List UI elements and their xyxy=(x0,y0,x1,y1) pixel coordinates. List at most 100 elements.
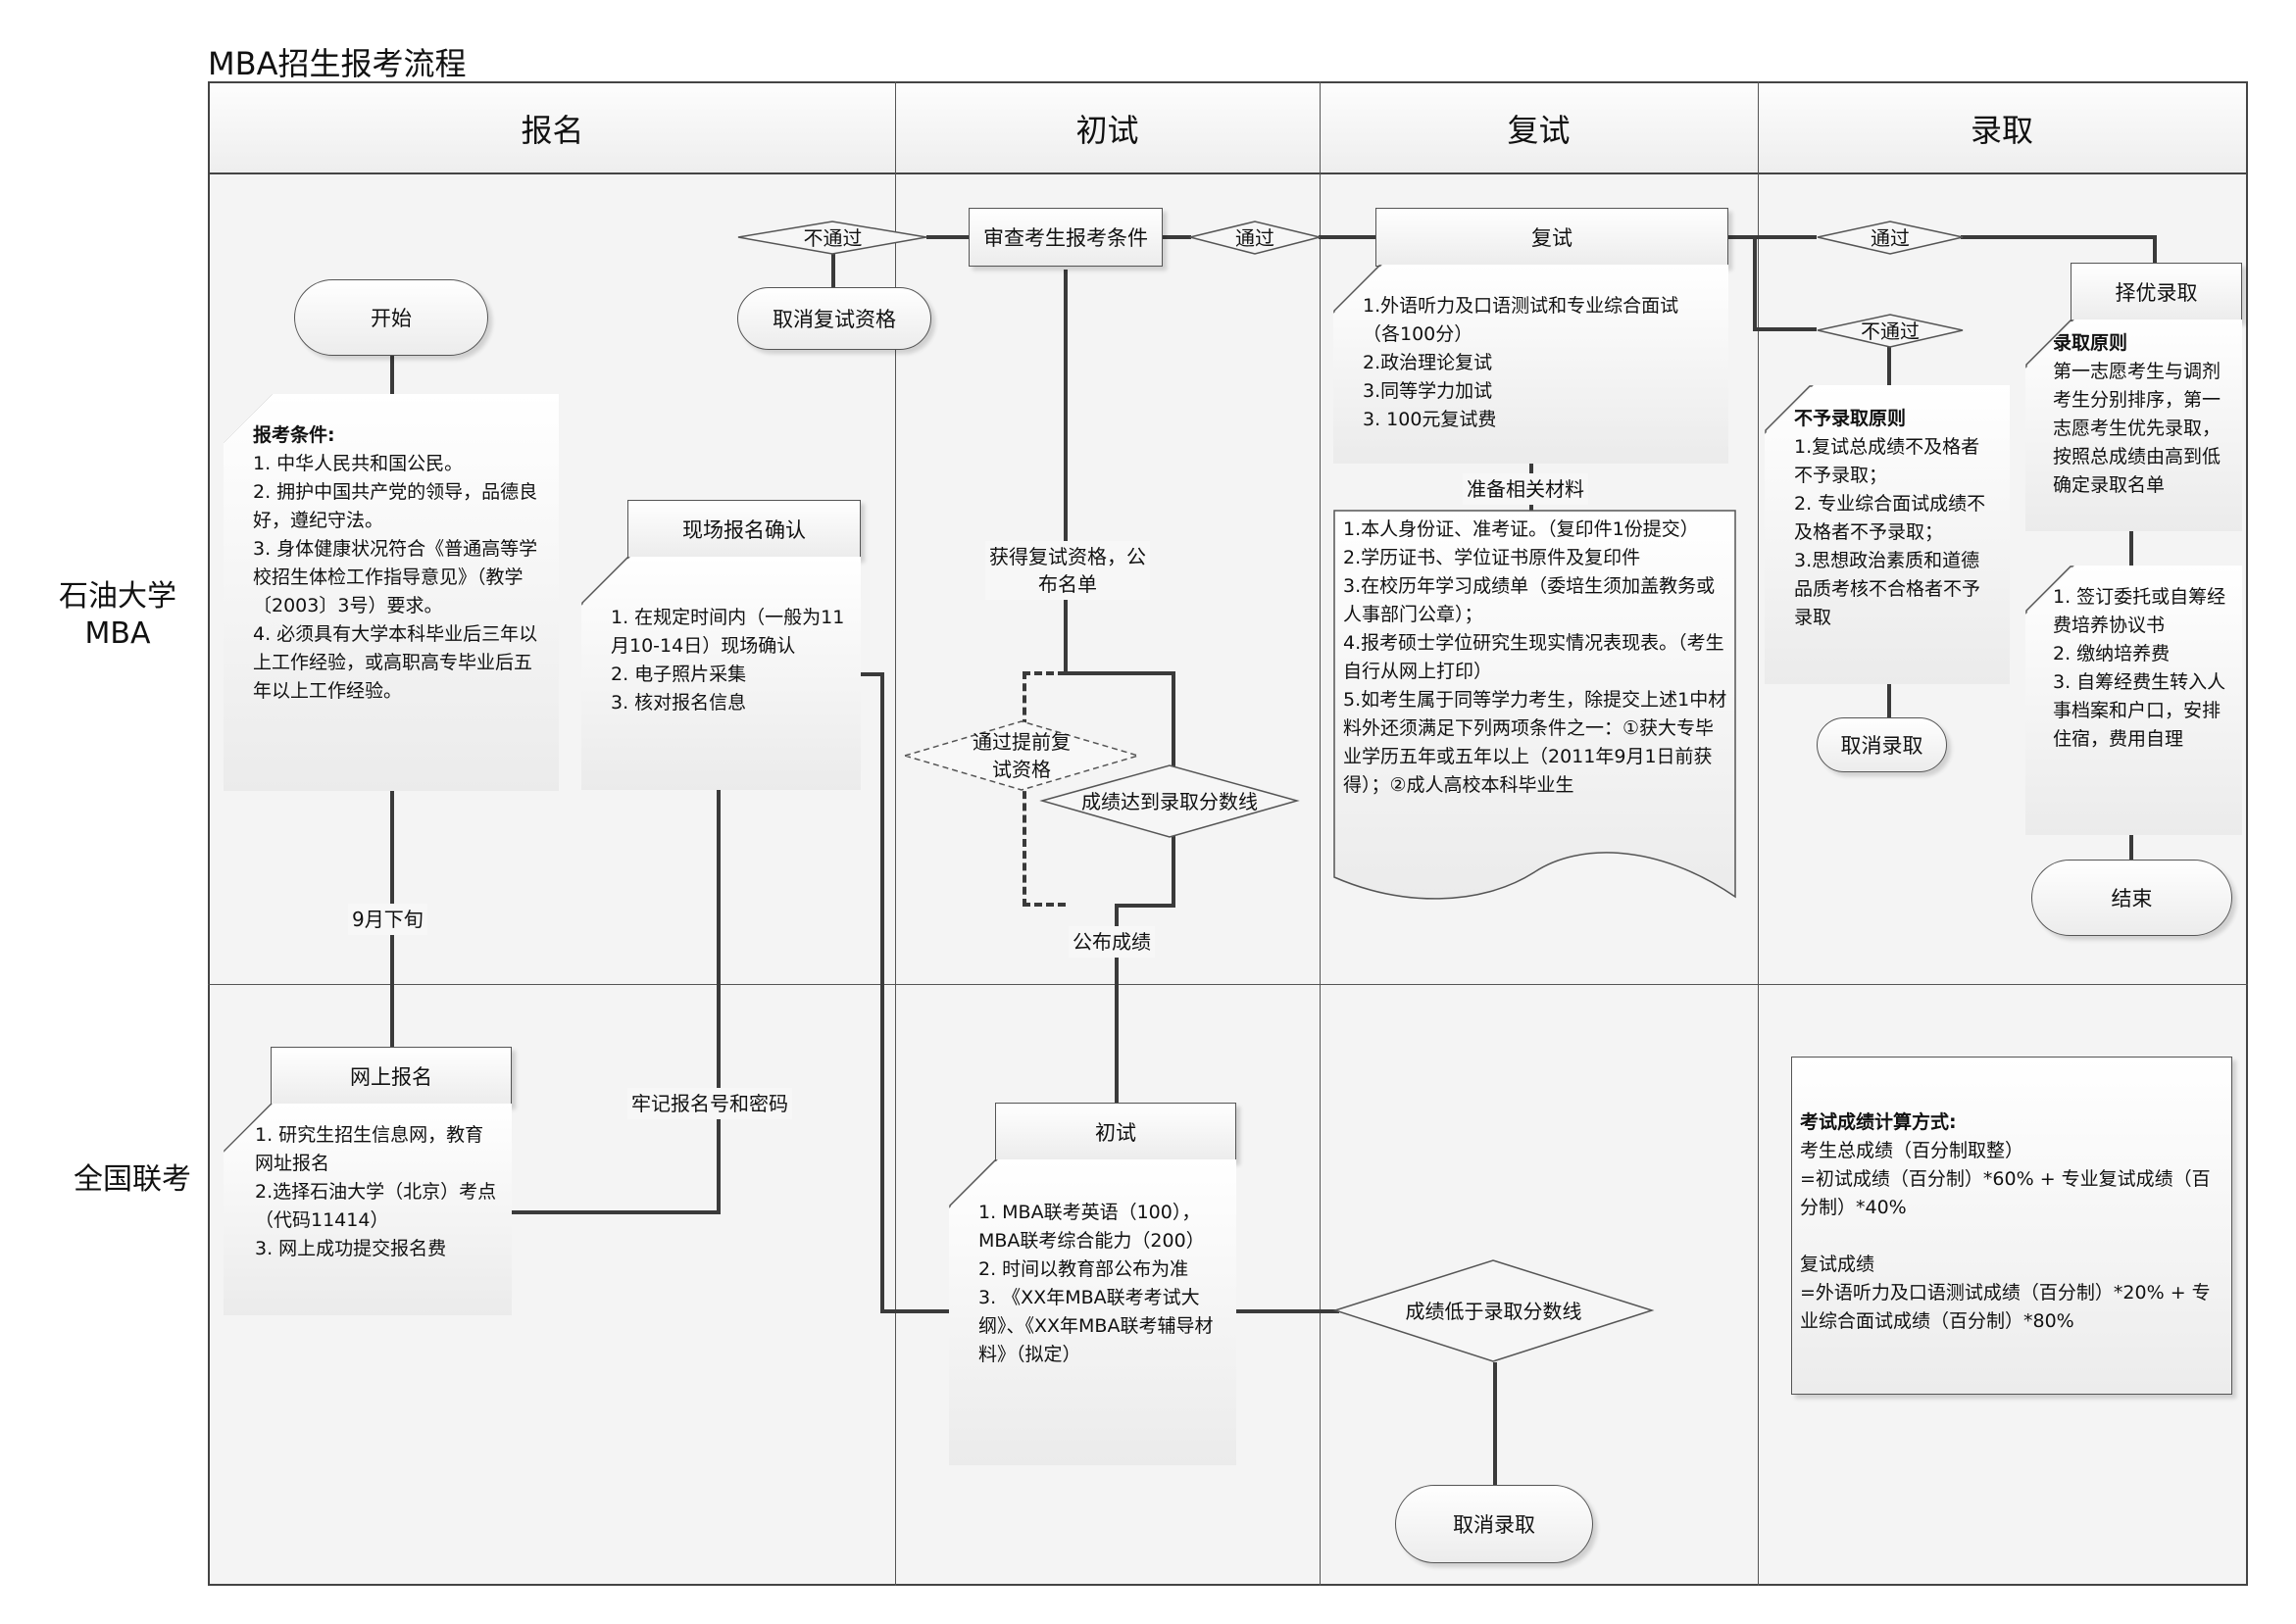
initial-exam-header[interactable]: 初试 xyxy=(995,1103,1236,1161)
connector xyxy=(717,789,721,1214)
score-calc-line: 考生总成绩（百分制取整） xyxy=(1800,1140,2024,1161)
connector xyxy=(1753,235,1757,331)
lane-label-line: 全国联考 xyxy=(74,1162,191,1197)
materials-item: 5.如考生属于同等学力考生，除提交上述1中材料外还须满足下列两项条件之一：①获大… xyxy=(1343,689,1727,796)
decision-early-retest[interactable]: 通过提前复试资格 xyxy=(973,730,1071,781)
label-late-september: 9月下旬 xyxy=(348,904,427,935)
online-reg-item: 1. 研究生招生信息网，教育网址报名 xyxy=(255,1124,484,1174)
conditions-card: 报考条件: 1. 中华人民共和国公民。 2. 拥护中国共产党的领导，品德良好，遵… xyxy=(224,394,559,791)
connector xyxy=(1115,907,1119,1103)
column-header-initial-exam: 初试 xyxy=(895,81,1320,174)
connector xyxy=(1162,235,1191,239)
initial-exam-card: 1. MBA联考英语（100），MBA联考综合能力（200） 2. 时间以教育部… xyxy=(949,1159,1236,1465)
connector xyxy=(1172,836,1175,908)
connector xyxy=(1235,1309,1339,1313)
decision-pass-2[interactable]: 通过 xyxy=(1871,225,1910,250)
after-admission-item: 1. 签订委托或自筹经费培养协议书 xyxy=(2053,586,2226,636)
connector xyxy=(2153,235,2157,265)
decision-diamond xyxy=(1332,1259,1655,1362)
connector xyxy=(880,672,884,1313)
column-header-register: 报名 xyxy=(208,81,895,174)
online-reg-item: 2.选择石油大学（北京）考点（代码11414） xyxy=(255,1181,497,1231)
review-conditions-box[interactable]: 审查考生报考条件 xyxy=(969,208,1163,267)
score-calc-line: =初试成绩（百分制）*60% + 专业复试成绩（百分制）*40% xyxy=(1800,1168,2211,1218)
decision-pass-1[interactable]: 通过 xyxy=(1235,225,1274,250)
connector xyxy=(1064,270,1068,673)
column-divider xyxy=(1320,81,1321,1586)
conditions-item: 4. 必须具有大学本科毕业后三年以上工作经验，或高职高专毕业后五年以上工作经验。 xyxy=(253,623,538,702)
column-divider xyxy=(895,81,896,1586)
diagram-title: MBA招生报考流程 xyxy=(208,45,467,82)
decision-diamond xyxy=(1817,221,1964,255)
onsite-confirmation-header[interactable]: 现场报名确认 xyxy=(627,500,861,559)
decision-fail-1[interactable]: 不通过 xyxy=(803,225,863,250)
score-calc-line: 复试成绩 xyxy=(1800,1254,1875,1275)
materials-item: 2.学历证书、学位证书原件及复印件 xyxy=(1343,547,1641,568)
column-header-retest: 复试 xyxy=(1320,81,1758,174)
cancel-retest-terminal[interactable]: 取消复试资格 xyxy=(737,287,931,350)
decision-diamond-dashed xyxy=(902,720,1141,791)
connector xyxy=(510,1210,721,1214)
reject-rule-item: 2. 专业综合面试成绩不及格者不予录取； xyxy=(1794,493,1986,543)
end-terminal[interactable]: 结束 xyxy=(2031,860,2232,936)
materials-document: 1.本人身份证、准考证。（复印件1份提交） 2.学历证书、学位证书原件及复印件 … xyxy=(1333,510,1737,806)
decision-below-line[interactable]: 成绩低于录取分数线 xyxy=(1405,1299,1582,1323)
connector xyxy=(1887,345,1891,387)
conditions-heading: 报考条件: xyxy=(253,424,335,446)
connector xyxy=(2129,529,2133,566)
online-registration-header[interactable]: 网上报名 xyxy=(271,1047,512,1106)
conditions-item: 2. 拥护中国共产党的领导，品德良好，遵纪守法。 xyxy=(253,481,538,531)
score-calculation-box: 考试成绩计算方式: 考生总成绩（百分制取整） =初试成绩（百分制）*60% + … xyxy=(1791,1057,2232,1395)
label-prepare-materials: 准备相关材料 xyxy=(1463,473,1588,505)
connector xyxy=(1529,463,1533,476)
initial-exam-item: 3. 《XX年MBA联考考试大纲》、《XX年MBA联考辅导材料》（拟定） xyxy=(978,1287,1214,1365)
connector xyxy=(1319,235,1377,239)
retest-card: 1.外语听力及口语测试和专业综合面试（各100分） 2.政治理论复试 3.同等学… xyxy=(1333,265,1728,464)
connector xyxy=(2129,833,2133,862)
select-best-header[interactable]: 择优录取 xyxy=(2071,263,2242,321)
label-remember-password: 牢记报名号和密码 xyxy=(627,1088,792,1119)
reject-rules-heading: 不予录取原则 xyxy=(1794,408,1907,429)
cancel-admission-terminal-1[interactable]: 取消录取 xyxy=(1817,717,1947,772)
reject-rule-item: 3.思想政治素质和道德品质考核不合格者不予录取 xyxy=(1794,550,1981,628)
connector xyxy=(1887,683,1891,719)
conditions-item: 1. 中华人民共和国公民。 xyxy=(253,453,464,474)
connector xyxy=(926,235,971,239)
start-terminal[interactable]: 开始 xyxy=(294,279,488,356)
decision-fail-2[interactable]: 不通过 xyxy=(1861,319,1920,343)
materials-item: 4.报考硕士学位研究生现实情况表现表。（考生自行从网上打印） xyxy=(1343,632,1724,682)
score-calc-spacer xyxy=(1800,1222,2221,1251)
lane-label-line: 石油大学 xyxy=(59,579,176,614)
initial-exam-item: 2. 时间以教育部公布为准 xyxy=(978,1258,1189,1280)
online-reg-item: 3. 网上成功提交报名费 xyxy=(255,1238,447,1259)
column-header-admission: 录取 xyxy=(1758,81,2248,174)
retest-header[interactable]: 复试 xyxy=(1375,208,1728,267)
retest-item: 3.同等学力加试 xyxy=(1363,380,1493,402)
connector xyxy=(1064,671,1175,675)
decision-diamond xyxy=(1817,314,1964,348)
label-get-retest: 获得复试资格，公布名单 xyxy=(985,541,1150,600)
materials-item: 1.本人身份证、准考证。（复印件1份提交） xyxy=(1343,518,1699,540)
lane-divider xyxy=(208,984,2248,985)
decision-diamond xyxy=(737,221,927,255)
decision-diamond xyxy=(1189,221,1321,255)
retest-item: 3. 100元复试费 xyxy=(1363,409,1497,430)
lane-label-university: 石油大学 MBA xyxy=(39,578,196,653)
connector xyxy=(831,254,835,289)
after-admission-item: 2. 缴纳培养费 xyxy=(2053,643,2171,664)
admission-principle-text: 第一志愿考生与调剂考生分别排序，第一志愿考生优先录取，按照总成绩由高到低确定录取… xyxy=(2053,361,2221,496)
connector xyxy=(1728,235,1817,239)
materials-item: 3.在校历年学习成绩单（委培生须加盖教务或人事部门公章）； xyxy=(1343,575,1716,625)
lane-label-line: MBA xyxy=(84,616,151,651)
column-divider xyxy=(1758,81,1759,1586)
cancel-admission-terminal-2[interactable]: 取消录取 xyxy=(1395,1485,1593,1563)
admission-principle-heading: 录取原则 xyxy=(2053,332,2128,354)
lane-label-national-exam: 全国联考 xyxy=(54,1161,211,1199)
reject-rules-card: 不予录取原则 1.复试总成绩不及格者不予录取； 2. 专业综合面试成绩不及格者不… xyxy=(1765,385,2010,684)
connector xyxy=(1529,498,1533,512)
onsite-item: 2. 电子照片采集 xyxy=(611,664,747,685)
score-calc-line: =外语听力及口语测试成绩（百分制）*20% + 专业综合面试成绩（百分制）*80… xyxy=(1800,1282,2211,1332)
connector xyxy=(1961,235,2157,239)
retest-item: 1.外语听力及口语测试和专业综合面试（各100分） xyxy=(1363,295,1679,345)
decision-reach-line[interactable]: 成绩达到录取分数线 xyxy=(1081,789,1258,813)
